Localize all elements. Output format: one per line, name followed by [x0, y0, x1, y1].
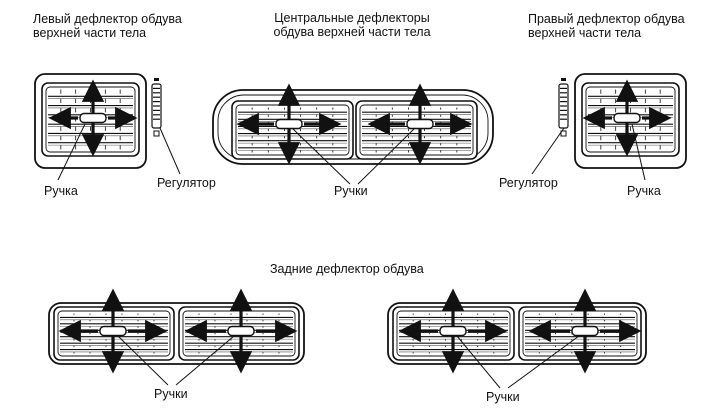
left-vent-arrows	[48, 79, 138, 157]
handle-knob	[275, 118, 303, 130]
regulator-min-mark	[560, 130, 567, 137]
handle-knob	[571, 325, 599, 337]
center-right-handle-leader	[357, 127, 416, 185]
right-vent-arrows	[582, 79, 672, 157]
center-vents-title: Центральные дефлекторы обдува верхней ча…	[273, 11, 431, 39]
rear-right-leader-b	[507, 335, 580, 389]
center-right-arrows	[367, 83, 473, 165]
center-vents-bezel	[217, 94, 489, 160]
right-regulator-wheel	[558, 78, 569, 137]
center-left-handle-leader	[291, 127, 351, 185]
regulator-max-mark	[154, 78, 159, 81]
handle-knob	[99, 325, 127, 337]
rear-right-arrows-a	[398, 288, 508, 374]
left-regulator-leader	[159, 127, 181, 175]
rear-left-arrows-a	[58, 288, 168, 374]
center-right-grille	[355, 100, 478, 160]
right-handle-leader	[631, 123, 646, 181]
left-handle-label: Ручка	[44, 184, 78, 198]
rear-right-arrows-b	[528, 288, 642, 374]
left-regulator-wheel	[151, 78, 162, 137]
right-regulator-label: Регулятор	[499, 176, 558, 190]
rear-left-leader-b	[175, 335, 235, 386]
left-handle-leader	[57, 123, 86, 181]
handle-knob	[406, 118, 434, 130]
regulator-min-mark	[153, 130, 160, 137]
right-regulator-leader	[531, 127, 565, 175]
center-left-arrows	[236, 83, 342, 165]
rear-left-arrows-b	[184, 288, 298, 374]
rear-right-handles-label: Ручки	[486, 390, 520, 404]
center-left-grille	[231, 100, 354, 160]
handle-knob	[439, 325, 467, 337]
right-handle-label: Ручка	[627, 184, 661, 198]
regulator-max-mark	[561, 78, 566, 81]
left-regulator-label: Регулятор	[157, 176, 216, 190]
handle-knob	[79, 112, 107, 124]
left-vent-title: Левый дефлектор обдува верхней части тел…	[33, 12, 182, 40]
right-vent-title: Правый дефлектор обдува верхней части те…	[528, 12, 685, 40]
rear-right-leader-a	[456, 335, 501, 389]
handle-knob	[613, 112, 641, 124]
handle-knob	[227, 325, 255, 337]
center-handles-label: Ручки	[334, 184, 368, 198]
rear-vents-title: Задние дефлектор обдува	[270, 262, 424, 276]
rear-left-handles-label: Ручки	[154, 387, 188, 401]
rear-left-leader-a	[117, 335, 169, 386]
